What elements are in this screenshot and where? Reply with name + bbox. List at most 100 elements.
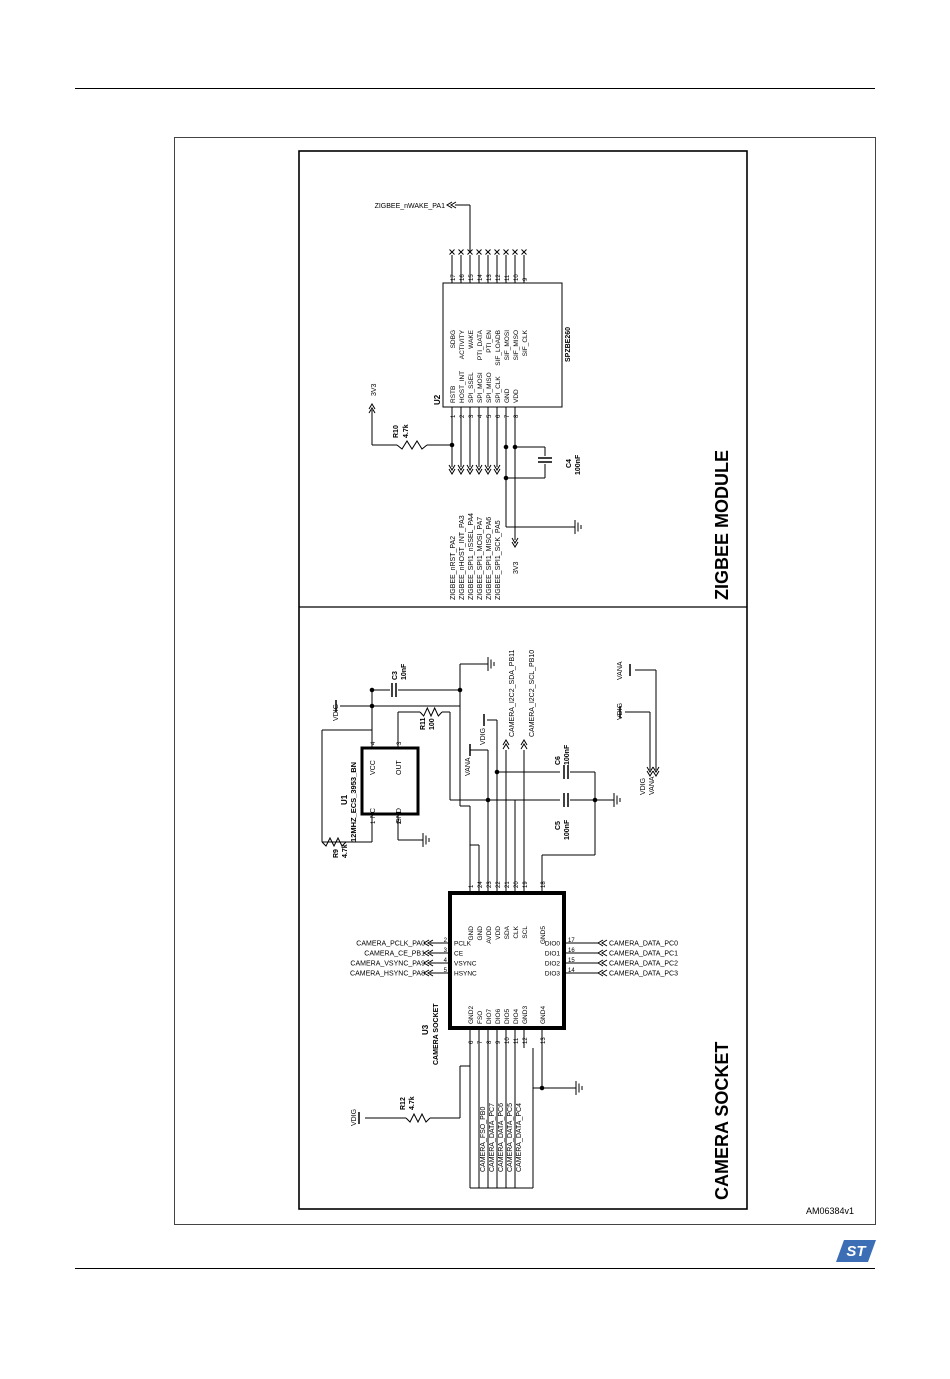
port-arrow <box>368 407 376 414</box>
u3-pin-num: 4 <box>444 958 448 964</box>
u2-pin-name: VDD <box>513 389 520 403</box>
camera-net-label: CAMERA_CE_PB1 <box>364 951 425 958</box>
u2-pin-num: 17 <box>451 274 457 281</box>
port-arrow <box>601 969 608 977</box>
u3-pin-name: DIO2 <box>545 961 561 968</box>
port-arrow <box>368 403 376 410</box>
supply-port-vdig: VDIG <box>640 778 647 795</box>
u3-pin-num: 15 <box>568 958 575 964</box>
camera-net-label: CAMERA_DATA_PC3 <box>609 971 678 978</box>
vdig-label-port: VDIG <box>617 703 624 720</box>
port-arrow <box>646 770 654 777</box>
u3-pin-num: 23 <box>487 881 493 888</box>
u2-pin-name: SIF_LOADB <box>495 330 502 366</box>
u1-pin-name: OUT <box>396 760 403 776</box>
u3-pin-num: 10 <box>505 1037 511 1044</box>
r12-ref: R12 <box>400 1097 407 1110</box>
u3-pin-name: PCLK <box>454 941 472 948</box>
u1-pin-num: 4 <box>371 741 377 745</box>
port-arrow <box>457 464 465 471</box>
u2-pin-name: GND <box>504 388 511 403</box>
port-arrow <box>423 969 430 977</box>
u2-pin-num: 14 <box>478 274 484 281</box>
u3-pin-num: 22 <box>496 881 502 888</box>
port-arrow <box>502 743 510 750</box>
u1-pin-num: 1 <box>371 820 377 824</box>
u3-pin-name: GND <box>477 926 484 941</box>
u2-pin-name: PTI_DATA <box>477 329 484 360</box>
u2-pin-num: 9 <box>523 277 529 281</box>
port-arrow <box>457 468 465 475</box>
figure-frame <box>174 137 876 1225</box>
camera-bottom-net-label: CAMERA_DATA_PC4 <box>516 1103 523 1172</box>
u2-pin-num: 6 <box>496 414 502 418</box>
nc-mark <box>512 249 518 255</box>
u3-pin-num: 18 <box>541 881 547 888</box>
u3-pin-name: DIO0 <box>545 941 561 948</box>
port-arrow <box>652 770 660 777</box>
port-arrow <box>448 464 456 471</box>
u1-body <box>360 746 420 816</box>
u1-ref: U1 <box>340 794 349 805</box>
c4-ref: C4 <box>566 459 573 468</box>
u3-pin-name: FSO <box>477 1011 484 1024</box>
port-arrow <box>475 464 483 471</box>
u2-pin-name: SPI_MOSI <box>477 372 484 403</box>
r9-value: 4.7k <box>342 844 349 858</box>
camera-net-label: CAMERA_DATA_PC2 <box>609 961 678 968</box>
nc-mark <box>485 249 491 255</box>
u2-pin-name: SIF_MISO <box>513 330 520 360</box>
junction-dot <box>494 769 500 775</box>
port-arrow <box>427 969 434 977</box>
st-logo-text: ST <box>846 1243 867 1260</box>
camera-net-label: CAMERA_PCLK_PA0 <box>356 941 425 948</box>
port-arrow <box>601 959 608 967</box>
c4-value: 100nF <box>575 454 582 475</box>
port-arrow <box>493 468 501 475</box>
port-arrow <box>423 939 430 947</box>
u3-pin-num: 17 <box>568 938 575 944</box>
camera-net-label: CAMERA_VSYNC_PA9 <box>350 961 425 968</box>
r11-value: 100 <box>429 718 436 730</box>
u2-pin-name: HOST_INT <box>459 371 466 403</box>
port-arrow <box>520 739 528 746</box>
port-arrow <box>502 739 510 746</box>
port-arrow <box>423 959 430 967</box>
u1-pin-num: 2 <box>397 820 403 824</box>
u2-pin-num: 8 <box>514 414 520 418</box>
nc-mark <box>494 249 500 255</box>
c5-ref: C5 <box>555 821 562 830</box>
zigbee-net-label: ZIGBEE_SPI1_MISO_PA6 <box>486 517 493 600</box>
zigbee-3v3-label: 3V3 <box>513 561 520 574</box>
r10-net-label: 3V3 <box>371 383 378 396</box>
u3-pin-num: 5 <box>444 968 448 974</box>
figure-id: AM06384v1 <box>806 1206 855 1216</box>
port-arrow <box>427 959 434 967</box>
port-arrow <box>423 949 430 957</box>
u3-pin-name: AVDD <box>486 926 493 944</box>
r11-ref: R11 <box>420 717 427 730</box>
u2-pin-num: 4 <box>478 414 484 418</box>
u3-pin-name: DIO7 <box>486 1008 493 1024</box>
u2-pin-num: 12 <box>496 274 502 281</box>
junction-dot <box>449 442 455 448</box>
zigbee-section-title: ZIGBEE MODULE <box>712 450 732 600</box>
vana-label-u3: VANA <box>465 757 472 776</box>
u3-pin-name: GND3 <box>522 1006 529 1024</box>
r11 <box>419 706 443 718</box>
junction-dot <box>485 797 491 803</box>
u2-pin-num: 16 <box>460 274 466 281</box>
port-arrow <box>493 464 501 471</box>
port-arrow <box>646 766 654 773</box>
camera-net-label: CAMERA_DATA_PC1 <box>609 951 678 958</box>
u3-pin-name: DIO4 <box>513 1008 520 1024</box>
u3-pin-num: 6 <box>469 1040 475 1044</box>
u2-pin-num: 10 <box>514 274 520 281</box>
port-arrow <box>597 939 604 947</box>
u2-pin-num: 13 <box>487 274 493 281</box>
u2-pin-name: SPI_MISO <box>486 372 493 403</box>
camera-section-title: CAMERA SOCKET <box>712 1042 732 1200</box>
nc-mark <box>476 249 482 255</box>
schematic-border <box>298 150 748 1210</box>
